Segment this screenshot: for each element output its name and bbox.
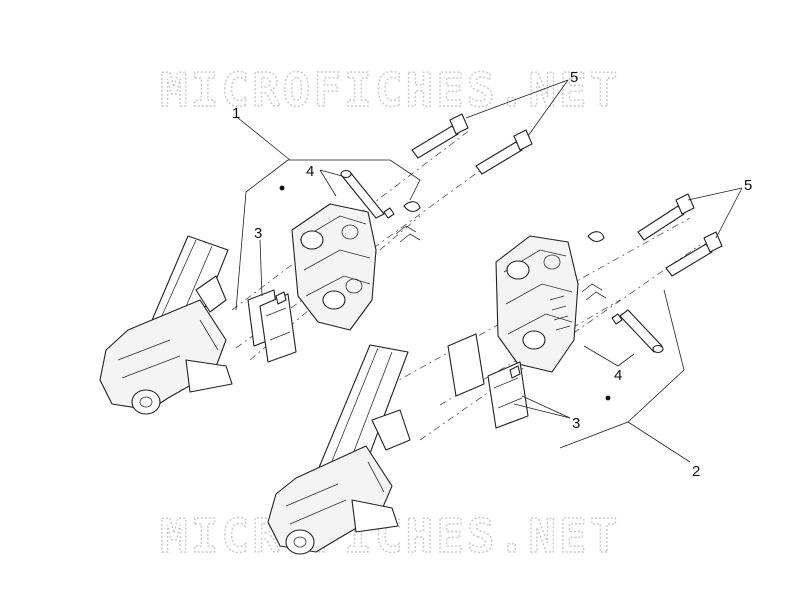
right-fork-leg (267, 344, 411, 555)
callout-1: 1 (232, 105, 240, 122)
leader-lines (235, 79, 743, 463)
right-brake-caliper (495, 235, 611, 401)
right-pad-pin-kit (581, 231, 664, 354)
watermark-top: MICROFICHES.NET (160, 63, 620, 117)
callout-4-left: 4 (306, 163, 314, 180)
left-brake-pads (247, 289, 297, 363)
left-fork-leg (99, 235, 233, 415)
callout-2: 2 (692, 463, 700, 480)
left-brake-caliper (279, 185, 377, 331)
left-caliper-marker-dot (279, 185, 285, 191)
left-caliper-bolts (411, 113, 533, 175)
right-caliper-marker-dot (605, 395, 611, 401)
callout-4-right: 4 (614, 367, 622, 384)
callout-5-right: 5 (744, 177, 752, 194)
right-caliper-bolts (637, 193, 723, 277)
callout-3-right: 3 (572, 415, 580, 432)
left-pad-pin-kit (340, 169, 421, 243)
callout-5-left: 5 (570, 69, 578, 86)
right-brake-pads (447, 333, 529, 429)
callout-3-left: 3 (254, 225, 262, 242)
